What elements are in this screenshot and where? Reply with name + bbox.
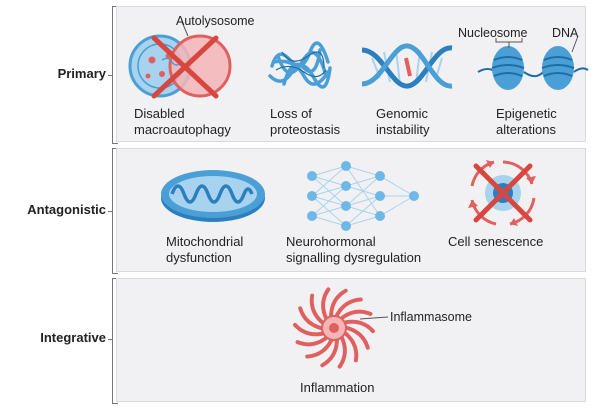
caption-line-2: dysfunction bbox=[166, 250, 232, 265]
caption-line-2: alterations bbox=[496, 122, 556, 137]
row-label-antagonistic: Antagonistic bbox=[27, 202, 106, 217]
mitochondrion-icon bbox=[161, 170, 265, 222]
inflammasome-spoke bbox=[321, 286, 332, 320]
caption-cell-senescence: Cell senescence bbox=[448, 234, 543, 250]
tick-antagonistic bbox=[108, 211, 113, 212]
row-label-primary: Primary bbox=[57, 66, 106, 81]
inflammasome-spoke bbox=[297, 305, 323, 330]
inflammasome-label: Inflammasome bbox=[390, 310, 472, 324]
caption-neurohormonal-signalling: Neurohormonal signalling dysregulation bbox=[286, 234, 421, 266]
senescent-cell-icon bbox=[468, 160, 536, 226]
row-label-integrative: Integrative bbox=[40, 330, 106, 345]
caption-loss-of-proteostasis: Loss of proteostasis bbox=[270, 106, 340, 138]
caption-line-2: macroautophagy bbox=[134, 122, 231, 137]
caption-line-2: instability bbox=[376, 122, 430, 137]
dna-helix-icon bbox=[361, 43, 453, 89]
caption-line-2: proteostasis bbox=[270, 122, 341, 137]
bracket-integrative bbox=[112, 278, 118, 404]
inflammasome-spoke bbox=[340, 309, 374, 320]
caption-mitochondrial-dysfunction: Mitochondrial dysfunction bbox=[166, 234, 243, 266]
caption-line-1: Loss of bbox=[270, 106, 312, 121]
inflammasome-spoke bbox=[304, 338, 334, 359]
autolysosome-icon bbox=[128, 21, 232, 99]
inflammasome-pointer bbox=[359, 316, 389, 320]
inflammasome-spoke bbox=[334, 297, 364, 318]
inflammasome-spoke bbox=[343, 331, 359, 364]
inflammasome-spoke bbox=[319, 338, 339, 368]
caption-epigenetic-alterations: Epigenetic alterations bbox=[496, 106, 557, 138]
caption-line-1: Mitochondrial bbox=[166, 234, 244, 249]
inflammasome-spoke bbox=[336, 336, 347, 370]
nucleosome-icon bbox=[477, 35, 589, 90]
caption-inflammation: Inflammation bbox=[300, 380, 375, 395]
tick-primary bbox=[108, 75, 113, 76]
inflammasome-spoke bbox=[345, 326, 371, 351]
caption-line-1: Cell senescence bbox=[448, 234, 544, 249]
inflammasome-spoke bbox=[294, 336, 328, 347]
caption-line-1: Genomic bbox=[376, 106, 429, 121]
bracket-primary bbox=[112, 6, 118, 144]
caption-line-1: Epigenetic bbox=[496, 106, 557, 121]
bracket-antagonistic bbox=[112, 148, 118, 274]
caption-disabled-macroautophagy: Disabled macroautophagy bbox=[134, 106, 231, 138]
caption-line-2: signalling dysregulation bbox=[286, 250, 422, 265]
caption-line-1: Neurohormonal bbox=[286, 234, 376, 249]
autolysosome-label: Autolysosome bbox=[176, 14, 255, 28]
inflammasome-spokes bbox=[292, 286, 376, 370]
inflammasome-spoke bbox=[309, 292, 325, 325]
caption-line-1: Disabled bbox=[134, 106, 185, 121]
protein-tangle-icon bbox=[268, 41, 332, 89]
neural-network-icon bbox=[307, 161, 419, 231]
inflammasome-spoke bbox=[292, 321, 325, 337]
inflammasome-icon bbox=[292, 286, 376, 370]
dna-label: DNA bbox=[552, 26, 579, 40]
nucleosome-label: Nucleosome bbox=[458, 26, 528, 40]
caption-genomic-instability: Genomic instability bbox=[376, 106, 429, 138]
inflammasome-spoke bbox=[343, 319, 376, 335]
tick-integrative bbox=[108, 339, 113, 340]
inflammasome-spoke bbox=[329, 288, 349, 318]
